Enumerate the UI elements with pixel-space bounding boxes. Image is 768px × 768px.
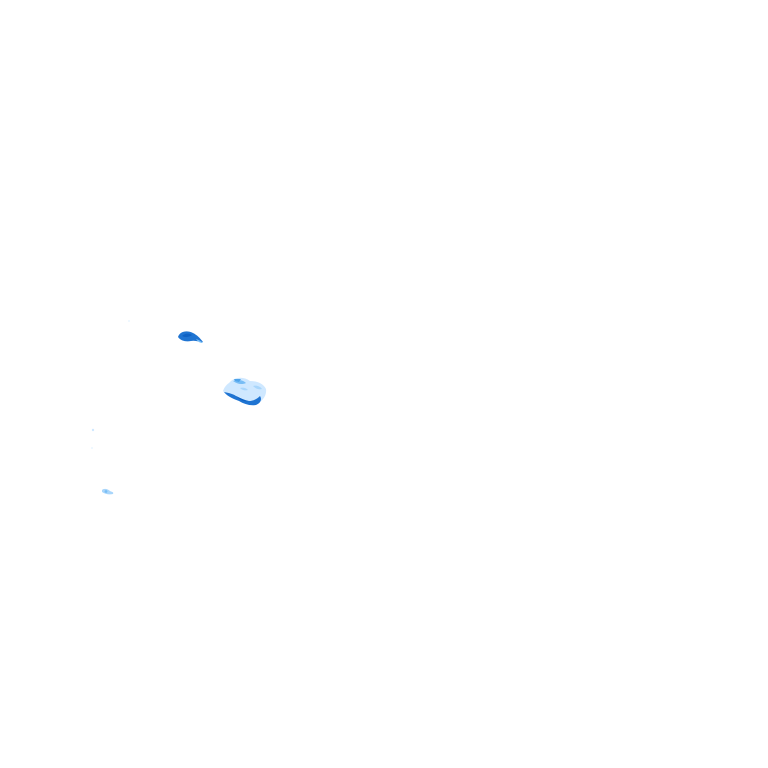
echo-cell-large: [223, 377, 267, 406]
echo-cell-small: [178, 331, 203, 343]
echo-speck-west: [91, 428, 95, 449]
echo-speck-south: [102, 488, 114, 495]
echo-speck-north: [128, 320, 130, 322]
